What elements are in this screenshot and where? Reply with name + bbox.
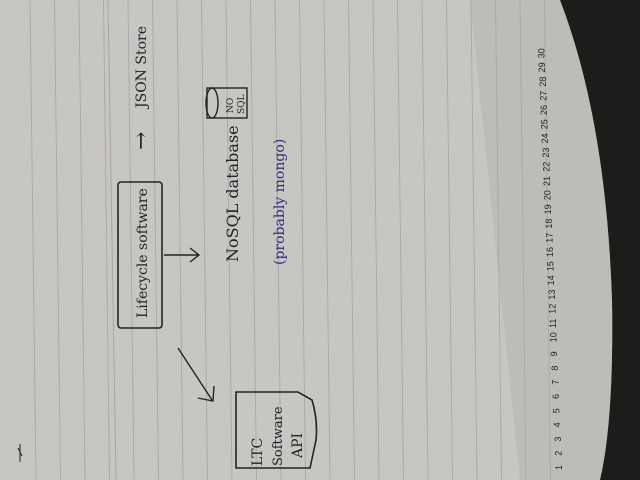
calendar-day: 17 — [544, 233, 554, 243]
calendar-day: 16 — [545, 247, 555, 257]
ruled-line — [421, 0, 429, 480]
ruled-line — [29, 0, 37, 480]
ruled-line — [250, 0, 257, 480]
ruled-line — [519, 0, 527, 480]
ruled-line — [299, 0, 306, 480]
margin-line — [107, 0, 117, 480]
ruled-line — [323, 0, 331, 480]
ruled-line — [225, 0, 233, 480]
ruled-line — [176, 0, 184, 480]
ruled-line — [103, 0, 110, 480]
calendar-day: 19 — [543, 204, 553, 214]
calendar-day: 28 — [538, 77, 548, 87]
calendar-day: 12 — [547, 304, 557, 314]
calendar-day: 24 — [540, 133, 550, 143]
calendar-strip: 1234567891011121314151617181920212223242… — [537, 48, 564, 470]
nosql-database-label: NoSQL database — [223, 125, 242, 262]
json-store-label: JSON Store — [134, 26, 150, 110]
ltc-line1: LTC — [250, 438, 266, 466]
ruled-line — [78, 0, 86, 480]
calendar-day: 25 — [540, 119, 550, 129]
ruled-line — [127, 0, 135, 480]
calendar-day: 23 — [541, 148, 551, 158]
calendar-day: 1 — [554, 465, 564, 470]
calendar-day: 6 — [551, 394, 561, 399]
probably-mongo-note: (probably mongo) — [272, 139, 288, 265]
ltc-line2: Software — [271, 406, 286, 466]
calendar-day: 27 — [538, 91, 548, 101]
ruled-line — [495, 0, 502, 480]
notebook-page — [0, 0, 613, 480]
ruled-line — [397, 0, 404, 480]
calendar-day: 29 — [537, 62, 547, 72]
calendar-day: 30 — [537, 48, 547, 58]
calendar-day: 18 — [544, 219, 554, 229]
ruled-line — [470, 0, 478, 480]
calendar-day: 9 — [549, 351, 559, 356]
nosql-db-icon: NO SQL — [205, 87, 248, 119]
calendar-day: 14 — [546, 275, 556, 285]
hand-drawn-diagram: Lifecycle software NoSQL database (proba… — [117, 26, 318, 469]
ruled-line — [544, 0, 551, 480]
arrow-down-to-nosql — [164, 247, 201, 263]
ruled-line — [54, 0, 61, 480]
pen-mark — [17, 444, 23, 462]
calendar-day: 21 — [542, 176, 552, 186]
calendar-day: 3 — [553, 437, 563, 442]
calendar-day: 13 — [547, 290, 557, 300]
lifecycle-label: Lifecycle software — [135, 188, 151, 318]
page-shading — [470, 0, 613, 480]
ruled-line — [274, 0, 282, 480]
ltc-line3: API — [290, 433, 306, 459]
calendar-day: 5 — [552, 408, 562, 413]
calendar-day: 4 — [552, 422, 562, 427]
calendar-day: 15 — [546, 261, 556, 271]
arrow-to-ltc — [177, 347, 215, 402]
lifecycle-box — [117, 181, 163, 329]
db-icon-line2: SQL — [237, 94, 247, 114]
ruled-line — [372, 0, 380, 480]
calendar-day: 8 — [550, 366, 560, 371]
calendar-day: 22 — [541, 162, 551, 172]
arrow-to-json-icon: → — [129, 132, 154, 150]
ltc-api-box — [235, 391, 318, 469]
calendar-day: 10 — [549, 332, 559, 342]
ruled-line — [152, 0, 159, 480]
db-icon-line1: NO — [226, 98, 236, 113]
ruled-line — [348, 0, 355, 480]
calendar-day: 26 — [539, 105, 549, 115]
calendar-day: 20 — [543, 190, 553, 200]
calendar-day: 11 — [548, 319, 558, 328]
ruled-line — [446, 0, 453, 480]
calendar-day: 7 — [550, 380, 560, 385]
calendar-day: 2 — [553, 451, 563, 456]
